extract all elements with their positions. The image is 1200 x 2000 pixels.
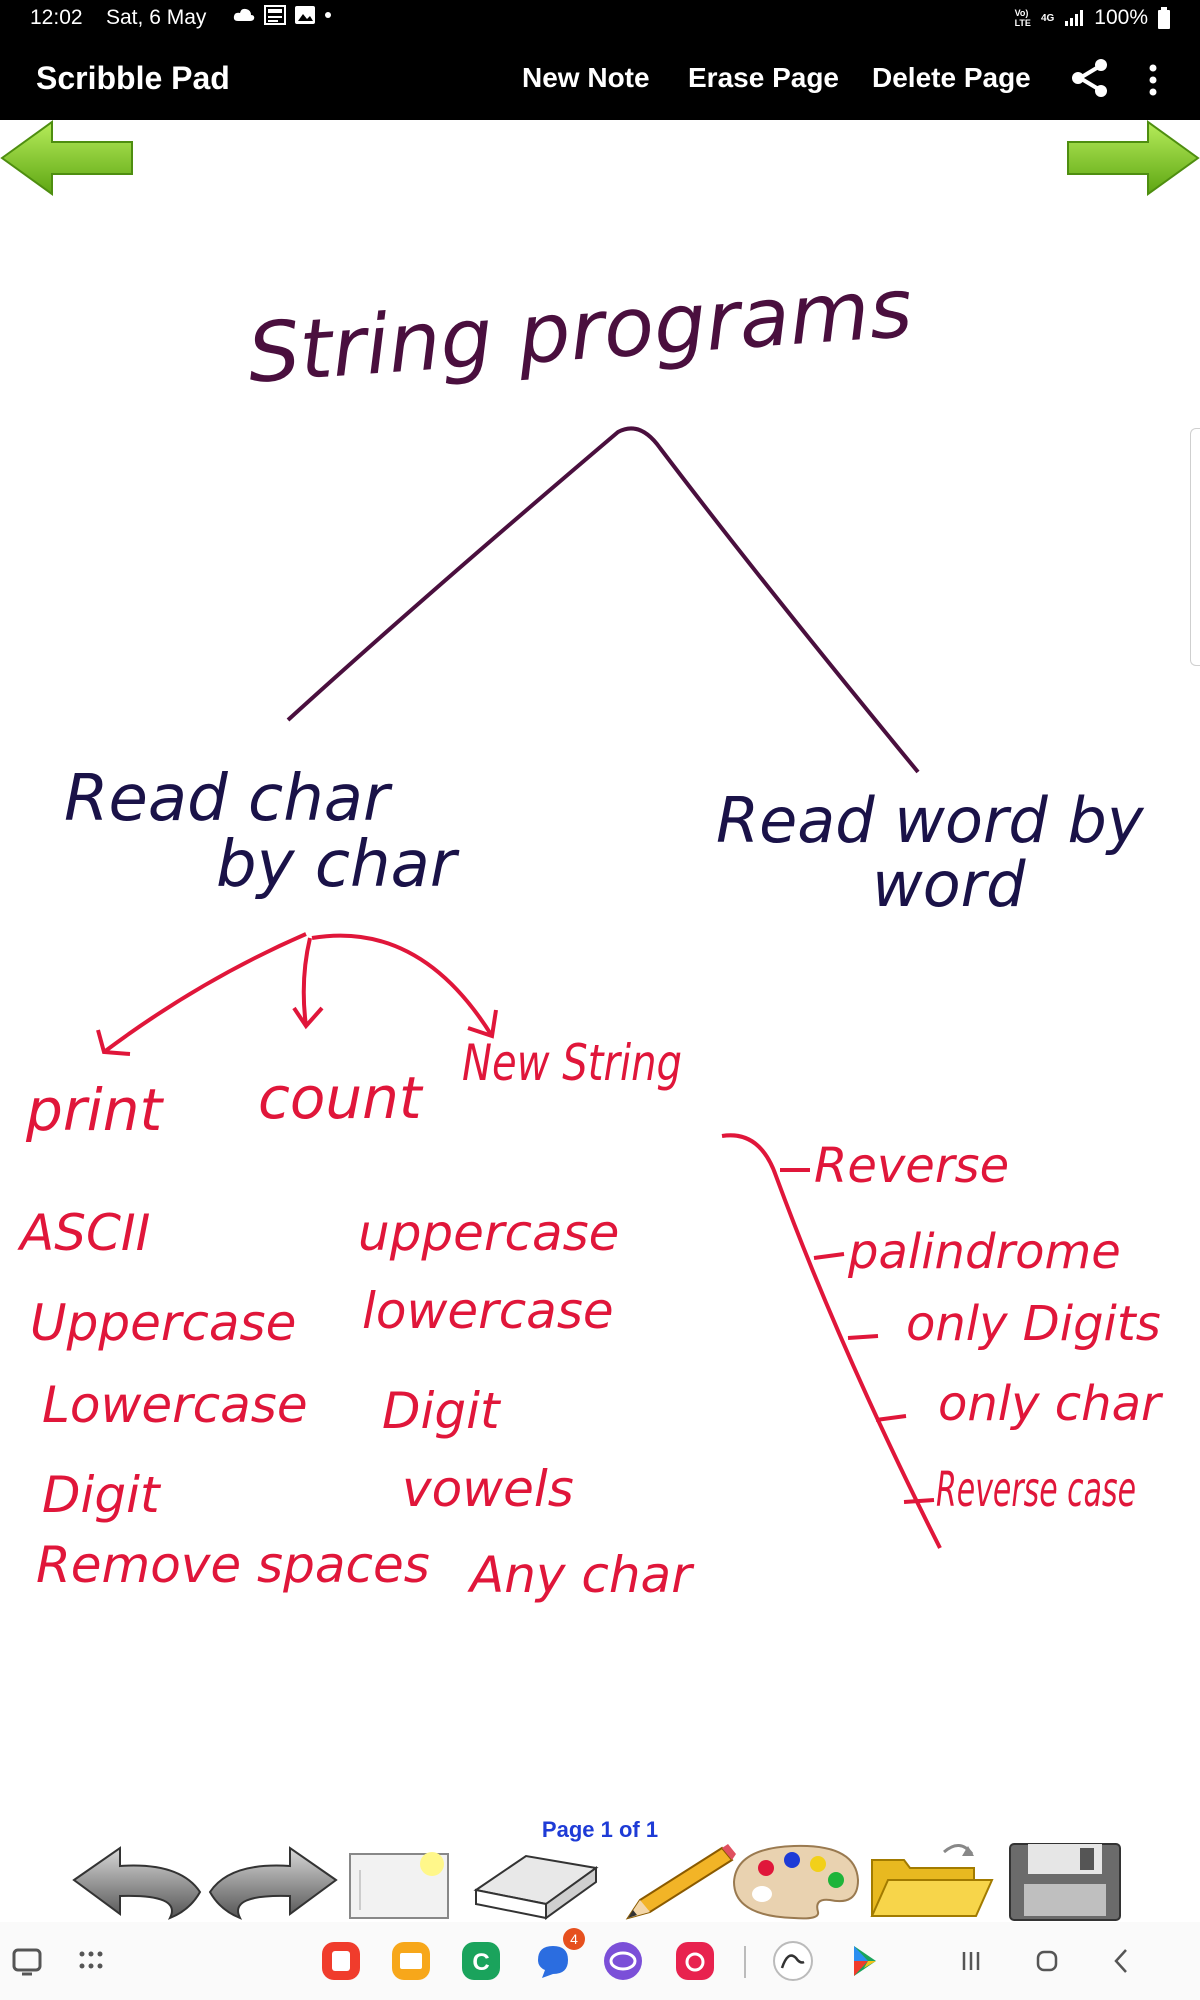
- word-item: palindrome: [847, 1224, 1121, 1280]
- print-item: Lowercase: [42, 1376, 308, 1434]
- files-app-icon[interactable]: [390, 1940, 432, 1982]
- sub-branch-count: count: [258, 1064, 424, 1132]
- status-icons: [232, 4, 332, 26]
- count-item: vowels: [402, 1460, 574, 1518]
- network-gen: 4G: [1040, 12, 1055, 24]
- drawing-toolbar: [0, 1840, 1200, 1922]
- note-title: String programs: [245, 261, 915, 402]
- save-disk-icon[interactable]: [1004, 1840, 1126, 1922]
- count-item: Digit: [382, 1382, 502, 1440]
- signal-icon: [1065, 10, 1084, 26]
- count-item: Any char: [467, 1546, 695, 1604]
- notes-app-icon[interactable]: [320, 1940, 362, 1982]
- delete-page-button[interactable]: Delete Page: [872, 62, 1031, 93]
- svg-text:C: C: [472, 1949, 489, 1976]
- word-branch-bracket: [721, 1133, 942, 1549]
- print-item: Remove spaces: [36, 1536, 430, 1594]
- note-canvas[interactable]: String programs Read char by char Read w…: [0, 120, 1200, 1810]
- page-indicator: Page 1 of 1: [541, 1817, 659, 1842]
- sub-branch-print: print: [25, 1076, 165, 1144]
- gallery-icon: [295, 6, 315, 24]
- undo-redo-icon[interactable]: [70, 1840, 340, 1922]
- play-store-icon[interactable]: [842, 1940, 884, 1982]
- battery-icon: [1158, 7, 1170, 29]
- count-item: lowercase: [362, 1282, 614, 1340]
- scroll-edge-handle[interactable]: [1190, 428, 1200, 666]
- camera-app-icon[interactable]: [674, 1940, 716, 1982]
- paper-note-icon[interactable]: [346, 1840, 452, 1922]
- home-nav-icon[interactable]: [1026, 1940, 1068, 1982]
- branch-label-word-line1: Read word by: [716, 784, 1145, 857]
- battery-percent: 100%: [1094, 6, 1148, 29]
- print-item: Digit: [42, 1466, 162, 1524]
- recents-nav-icon[interactable]: [950, 1940, 992, 1982]
- branch-label-char-line2: by char: [216, 828, 460, 902]
- pen-up-app-icon[interactable]: [772, 1940, 814, 1982]
- status-right: Vo)LTE 4G 100%: [1015, 6, 1170, 30]
- status-time: 12:02: [30, 6, 83, 29]
- count-item: uppercase: [358, 1204, 619, 1262]
- app-drawer-icon[interactable]: [70, 1940, 112, 1982]
- print-item: Uppercase: [30, 1294, 296, 1352]
- print-item: ASCII: [17, 1204, 150, 1262]
- word-item: Reverse: [814, 1138, 1009, 1194]
- new-note-button[interactable]: New Note: [522, 62, 650, 93]
- erase-page-button[interactable]: Erase Page: [688, 62, 839, 93]
- phone-app-icon[interactable]: C: [460, 1940, 502, 1982]
- messages-badge: 4: [563, 1928, 585, 1950]
- branch-label-char-line1: Read char: [64, 762, 393, 836]
- open-folder-icon[interactable]: [864, 1840, 996, 1922]
- back-nav-icon[interactable]: [1100, 1940, 1142, 1982]
- app-title: Scribble Pad: [36, 60, 230, 96]
- system-taskbar: C: [0, 1922, 1200, 2000]
- tree-branch-lines: [286, 426, 920, 774]
- word-item: Reverse case: [936, 1462, 1136, 1518]
- sub-branch-new-string: New String: [462, 1034, 682, 1092]
- share-icon[interactable]: [1066, 54, 1114, 102]
- status-date: Sat, 6 May: [106, 6, 207, 29]
- branch-arrows: [96, 932, 498, 1056]
- word-item: only char: [938, 1376, 1164, 1432]
- network-label: Vo)LTE: [1014, 8, 1031, 28]
- messages-app-icon[interactable]: [532, 1940, 574, 1982]
- more-options-icon[interactable]: [1138, 60, 1168, 100]
- status-bar: 12:02 Sat, 6 May Vo)LTE 4G 100%: [0, 0, 1200, 36]
- recent-apps-panel-icon[interactable]: [6, 1940, 48, 1982]
- cloud-icon: [233, 8, 255, 21]
- word-item: only Digits: [906, 1296, 1161, 1352]
- previous-page-arrow-icon[interactable]: [0, 118, 140, 198]
- pencil-icon[interactable]: [618, 1840, 736, 1922]
- eraser-icon[interactable]: [466, 1840, 602, 1922]
- app-bar: Scribble Pad New Note Erase Page Delete …: [0, 36, 1200, 120]
- branch-label-word-line2: word: [872, 848, 1026, 921]
- color-palette-icon[interactable]: [728, 1840, 864, 1922]
- internet-app-icon[interactable]: [602, 1940, 644, 1982]
- news-icon: [264, 5, 286, 25]
- dot-icon: [325, 12, 331, 18]
- next-page-arrow-icon[interactable]: [1060, 118, 1200, 198]
- taskbar-divider: [744, 1946, 746, 1978]
